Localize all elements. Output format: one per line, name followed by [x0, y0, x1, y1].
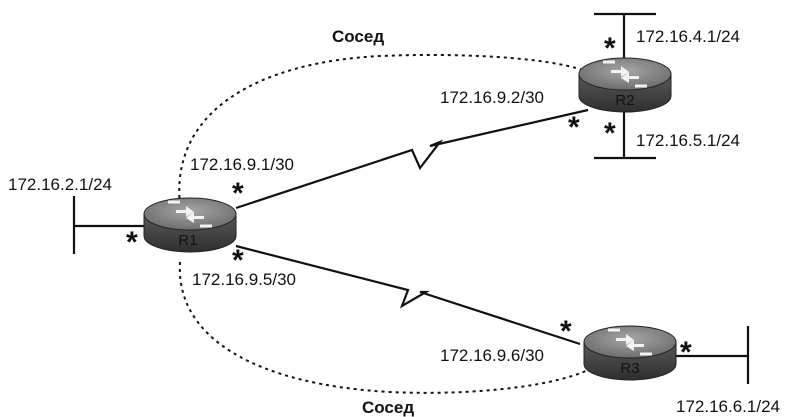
marker-r2-lan-b: *	[604, 117, 616, 150]
ip-r1-to-r3: 172.16.9.5/30	[192, 270, 296, 289]
ip-r2-lan-b: 172.16.5.1/24	[636, 131, 740, 150]
marker-r2-lan-a: *	[604, 32, 616, 65]
router-r2-label: R2	[615, 92, 634, 109]
ip-r2-lan-a: 172.16.4.1/24	[636, 27, 740, 46]
neighbor-label-bottom: Сосед	[362, 398, 414, 417]
router-r1-label: R1	[178, 232, 197, 249]
router-r3: R3	[583, 325, 677, 381]
marker-r3-lan: *	[680, 336, 692, 369]
neighbor-label-top: Сосед	[332, 27, 384, 46]
marker-r3-to-r1: *	[560, 315, 572, 348]
serial-link-r1-r3	[235, 244, 581, 346]
marker-r2-to-r1: *	[568, 111, 580, 144]
ip-r2-to-r1: 172.16.9.2/30	[440, 88, 544, 107]
ip-r1-to-r2: 172.16.9.1/30	[190, 155, 294, 174]
router-r3-label: R3	[620, 360, 639, 377]
serial-link-r1-r2	[235, 108, 589, 210]
marker-r1-to-r2: *	[232, 177, 244, 210]
ip-r1-lan: 172.16.2.1/24	[8, 175, 112, 194]
neighbor-arc-r1-r3	[178, 261, 593, 394]
router-r2: R2	[578, 57, 672, 113]
router-r1: R1	[143, 197, 237, 253]
marker-r1-lan: *	[126, 226, 138, 259]
ip-r3-lan: 172.16.6.1/24	[676, 397, 780, 416]
ip-r3-to-r1: 172.16.9.6/30	[440, 346, 544, 365]
marker-r1-to-r3: *	[232, 244, 244, 277]
